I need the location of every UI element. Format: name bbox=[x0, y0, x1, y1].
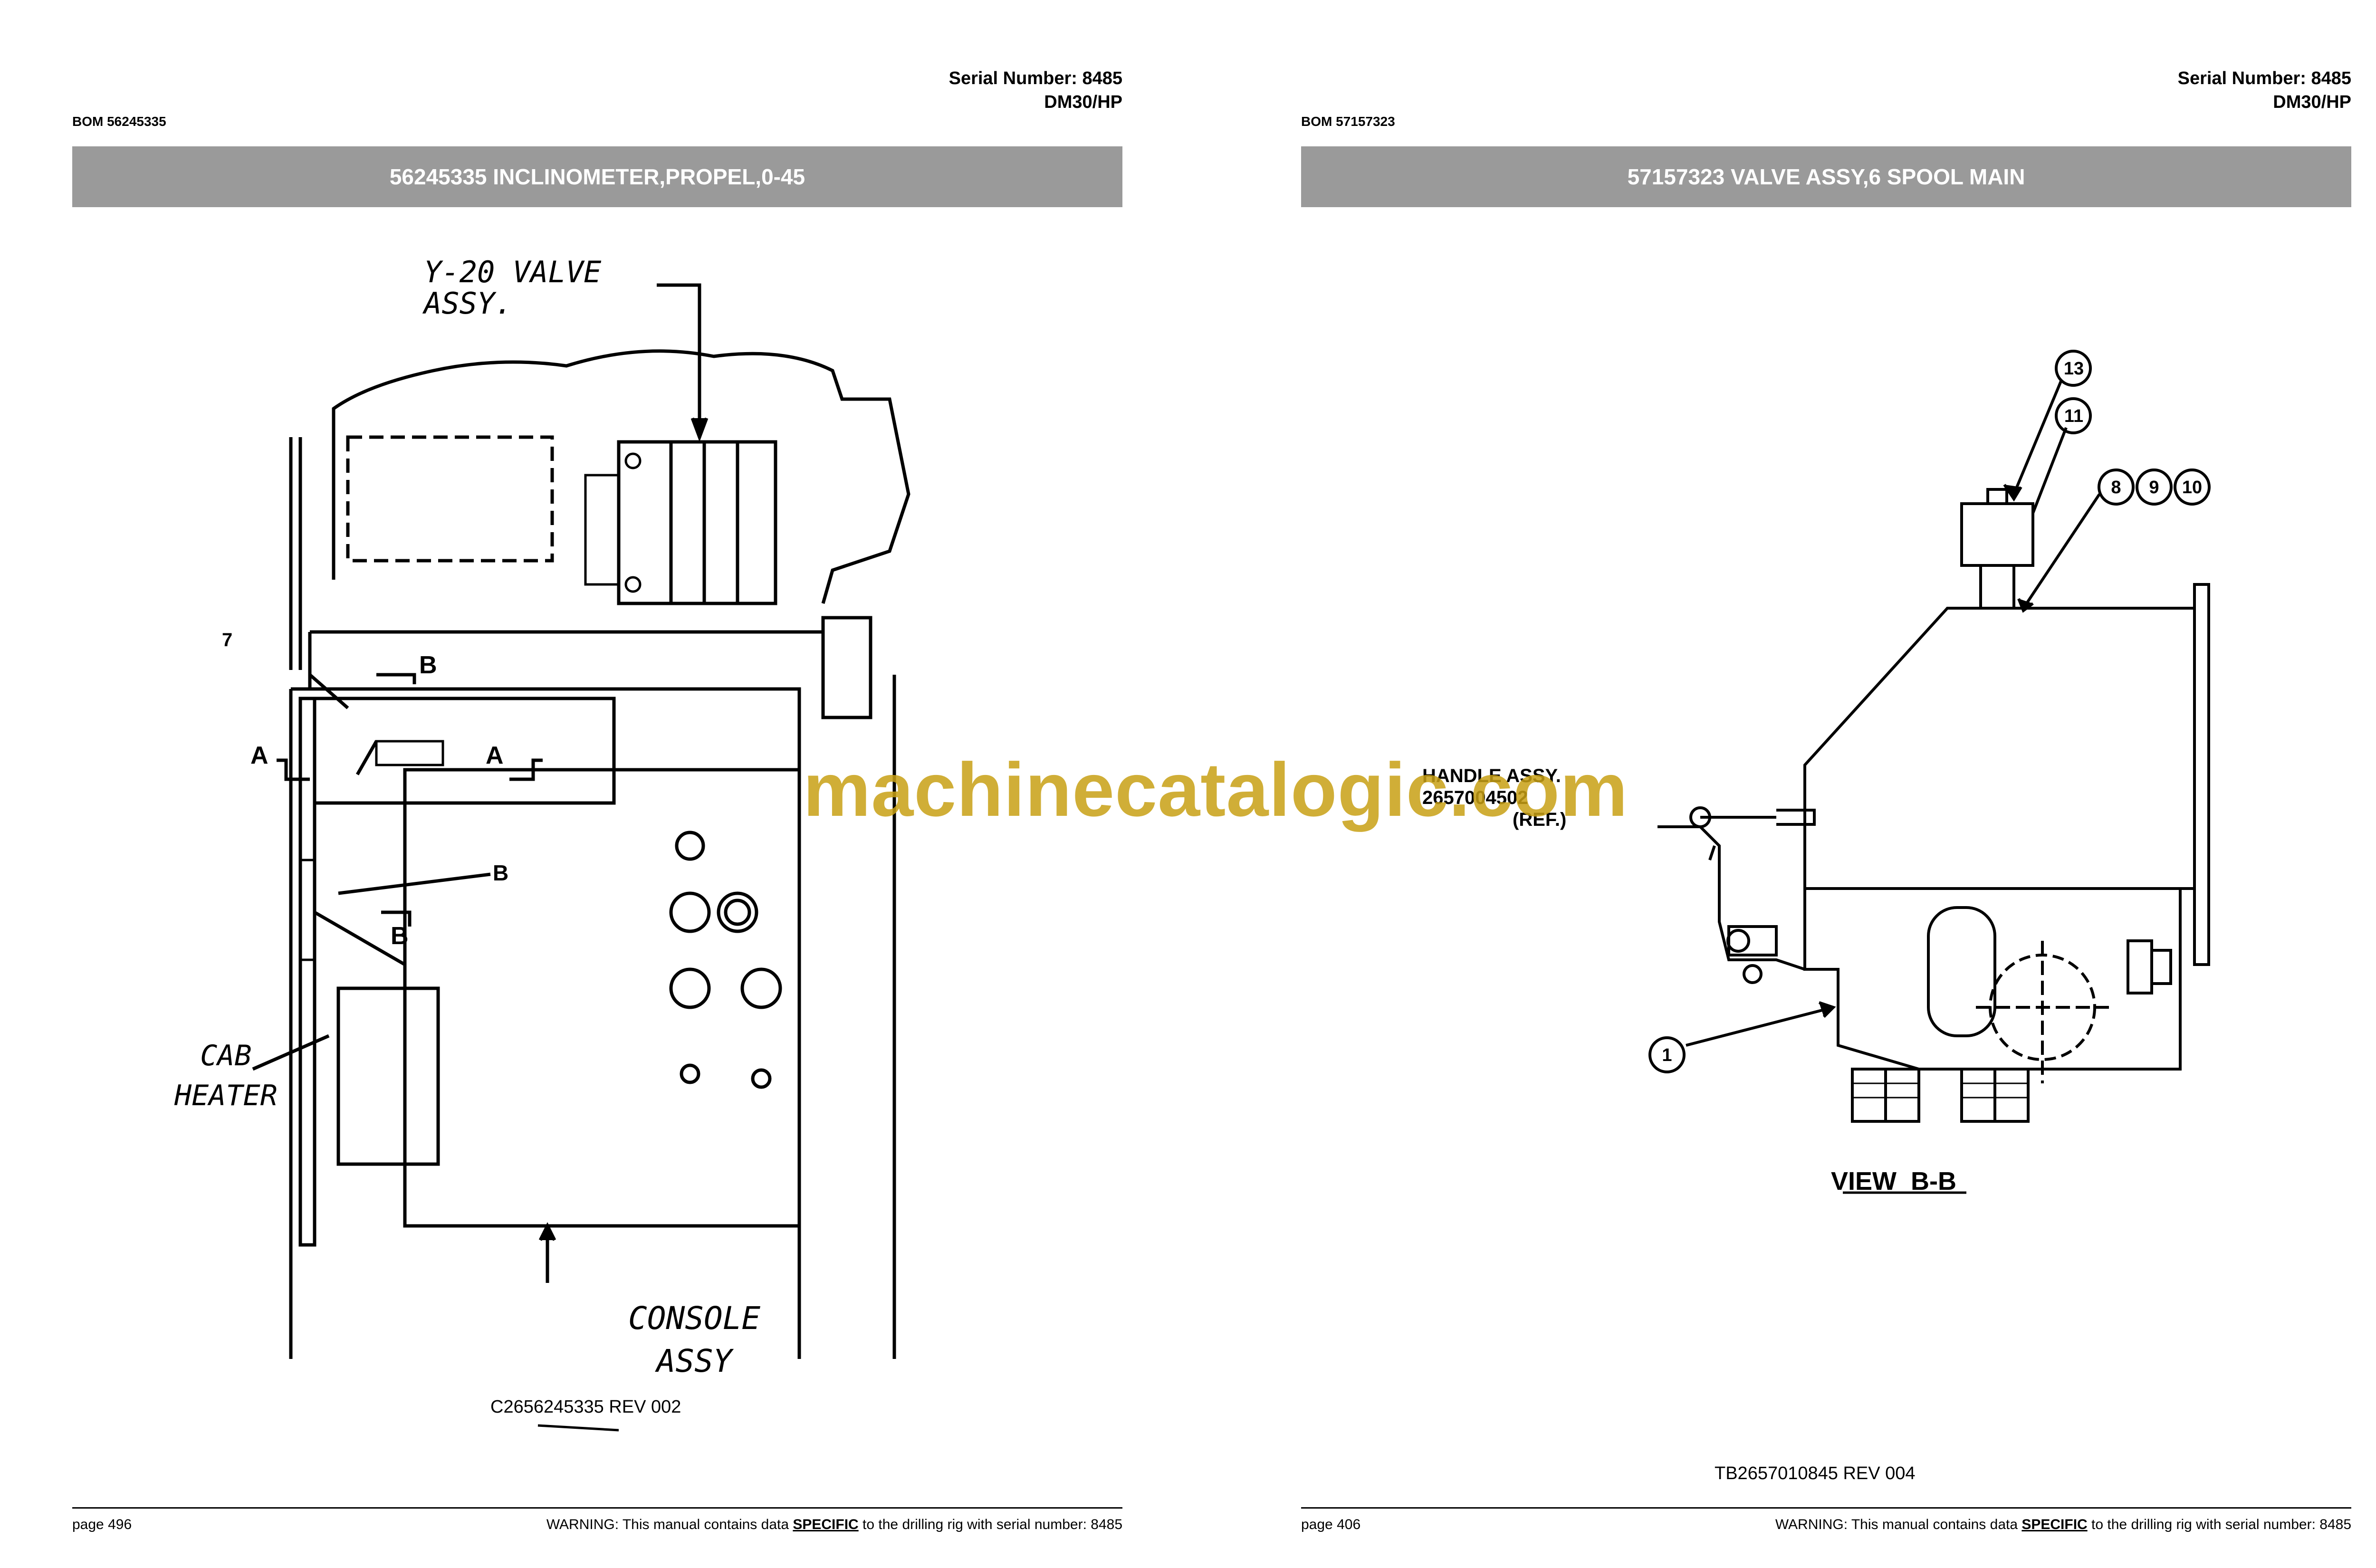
view-label: VIEW B-B bbox=[1831, 1167, 1956, 1195]
callout-valve-assy: Y-20 VALVE ASSY. bbox=[424, 255, 602, 321]
footer-rule bbox=[1301, 1507, 2351, 1509]
callout-section-b-low: B bbox=[391, 922, 409, 950]
drawing-caption: TB2657010845 REV 004 bbox=[1715, 1463, 1916, 1483]
model-number: DM30/HP bbox=[1044, 92, 1122, 112]
handle-linkage bbox=[1700, 809, 1816, 826]
callout-handle-assy: HANDLE ASSY. 2657004502 (REF.) bbox=[1422, 765, 1567, 830]
serial-number: Serial Number: 8485 bbox=[2177, 68, 2351, 88]
serial-number: Serial Number: 8485 bbox=[948, 68, 1122, 88]
page-title: 57157323 VALVE ASSY,6 SPOOL MAIN bbox=[1301, 146, 2351, 207]
callout-10: 10 bbox=[2182, 478, 2203, 497]
callout-console-assy: CONSOLE ASSY bbox=[628, 1300, 761, 1379]
page-title: 56245335 INCLINOMETER,PROPEL,0-45 bbox=[72, 146, 1122, 207]
callout-section-b-mid: B bbox=[493, 860, 509, 885]
footer-warning: WARNING: This manual contains data SPECI… bbox=[1775, 1517, 2351, 1532]
valve-assy-body bbox=[617, 440, 777, 605]
callout-9: 9 bbox=[2149, 478, 2159, 497]
valve-body bbox=[1803, 889, 2182, 1071]
callout-section-a-right: A bbox=[486, 742, 504, 769]
valve-assy-svg bbox=[1648, 350, 2211, 1194]
callout-item-7: 7 bbox=[222, 630, 233, 650]
callout-cab-heater: CAB HEATER bbox=[174, 1039, 278, 1112]
callout-1: 1 bbox=[1662, 1045, 1672, 1065]
page-number: page 496 bbox=[72, 1517, 132, 1532]
model-number: DM30/HP bbox=[2273, 92, 2351, 112]
bom-number: BOM 57157323 bbox=[1301, 114, 1395, 129]
bom-number: BOM 56245335 bbox=[72, 114, 166, 129]
right-page: Serial Number: 8485 DM30/HP BOM 57157323… bbox=[1301, 0, 2351, 1568]
console-frame bbox=[291, 687, 801, 1359]
left-page: Serial Number: 8485 DM30/HP BOM 56245335… bbox=[72, 0, 1122, 1568]
serial-block: Serial Number: 8485 DM30/HP bbox=[949, 67, 1122, 114]
footer-warning: WARNING: This manual contains data SPECI… bbox=[546, 1517, 1122, 1532]
serial-block: Serial Number: 8485 DM30/HP bbox=[2178, 67, 2351, 114]
valve-assy-drawing: 13 11 8 9 10 1 HANDLE ASSY. 2657004502 (… bbox=[1301, 228, 2351, 1444]
callout-section-b-top: B bbox=[419, 651, 437, 679]
mounting-bracket bbox=[1803, 607, 2196, 890]
ports bbox=[1851, 1068, 2030, 1123]
page-number: page 406 bbox=[1301, 1517, 1361, 1532]
inclinometer-svg bbox=[252, 283, 910, 1432]
callout-11: 11 bbox=[2064, 406, 2084, 426]
callout-section-a-left: A bbox=[250, 742, 268, 769]
console-panel bbox=[403, 768, 801, 1228]
solenoid bbox=[1960, 502, 2034, 567]
drawing-caption: C2656245335 REV 002 bbox=[490, 1397, 681, 1417]
callout-8: 8 bbox=[2111, 478, 2121, 497]
inclinometer-drawing: Y-20 VALVE ASSY. 7 B A A B B CAB HEATER … bbox=[72, 228, 1122, 1444]
footer-rule bbox=[72, 1507, 1122, 1509]
callout-13: 13 bbox=[2063, 359, 2084, 379]
watermark: machinecatalogic.com bbox=[803, 747, 1629, 832]
upper-housing bbox=[332, 349, 910, 604]
